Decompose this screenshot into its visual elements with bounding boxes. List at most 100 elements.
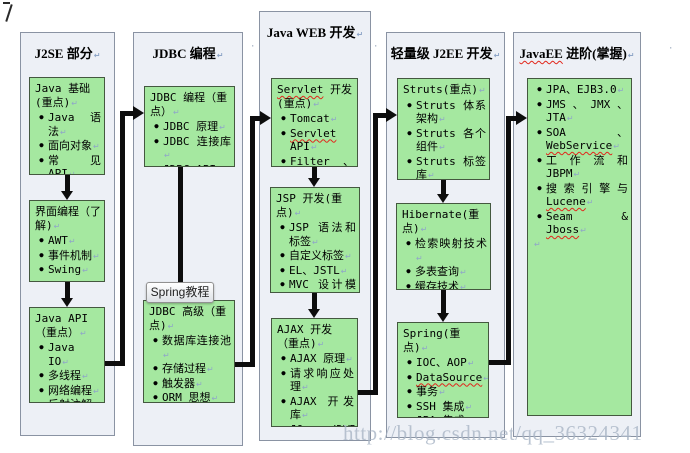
column-title: Java WEB 开发↵ [260,12,370,41]
text-segment: 自定义标签 [289,249,344,262]
line-break-mark: ↵ [167,321,175,331]
bullet-icon: ● [154,122,159,130]
column-title: J2SE 部分↵ [21,33,114,62]
flow-arrow-shaft [64,282,70,298]
line-break-mark: ↵ [566,114,574,123]
text-segment: IOC、AOP [416,356,467,369]
line-break-mark: ↵ [216,51,224,60]
flow-arrow-shaft [119,110,133,116]
list-item: ●JPA、EJB3.0↵ [533,83,628,98]
item-text: IOC、AOP↵ [416,356,485,371]
text-segment: AJAX 原理 [290,352,346,365]
text-segment: JSP 开发(重点) [276,192,343,219]
flow-arrowhead-down [308,309,320,318]
item-text: JQuery/DWR/JSON↵ [290,423,357,427]
topic-box: Spring(重点)↵●IOC、AOP↵●DataSource↵●事务↵●SSH… [397,322,489,418]
list-item: ●Struts 各个组件↵ [403,127,486,155]
bullet-icon: ● [407,100,412,109]
item-text: Swing↵ [48,263,101,278]
list-item: ●多表查询↵ [402,265,487,280]
column-5: JavaEE 进阶(掌握)↵●JPA、EJB3.0↵●JMS、JMX、JTA↵●… [513,32,641,437]
list-item: ●EL、JSTL↵ [276,264,356,279]
line-break-mark: ↵ [580,226,587,235]
misspelling-underline: Servlet [277,83,324,96]
line-break-mark: ↵ [421,343,429,353]
text-segment: J2SE 部分 [34,46,93,61]
text-segment: AJAX 开发库 [290,394,354,422]
list-item: ●SSH 集成↵ [403,400,485,415]
item-text: AJAX 原理↵ [290,352,354,367]
line-break-mark: ↵ [478,86,486,95]
line-break-mark: ↵ [313,99,320,109]
flow-arrow-shaft [440,180,446,194]
line-break-mark: ↵ [60,127,67,137]
text-segment: JDBC 原理 [163,120,219,133]
item-text: JSP 语法和标签↵ [289,221,356,249]
flow-arrow-shaft [311,167,317,178]
flow-arrowhead-down [61,298,73,307]
line-break-mark: ↵ [62,357,69,367]
text-segment: JMS、JMX、JTA [546,97,628,125]
flow-arrowhead-right [260,111,271,125]
bullet-icon: ● [537,127,542,136]
line-break-mark: ↵ [466,417,473,418]
list-item: ●事务↵ [403,385,485,400]
stray-formatting-mark: · [373,42,379,52]
empty-line: ↵ [533,238,628,252]
line-break-mark: ↵ [207,365,214,374]
list-item: ●Tomcat↵ [277,112,354,127]
topic-box: Servlet 开发(重点)↵●Tomcat↵●Servlet API↵●Fil… [271,78,358,167]
topic-box: JDBC 高级（重点)↵●数据库连接池↵●存储过程↵●触发器↵●ORM 思想↵ [143,300,235,403]
column-4: 轻量级 J2EE 开发↵Struts(重点)↵●Struts 体系架构↵●Str… [386,32,505,438]
text-segment: 轻量级 J2EE 开发 [390,46,493,61]
flow-arrow-shaft [119,110,125,366]
item-text: 请求响应处理↵ [290,367,354,395]
list-item: ●AJAX 原理↵ [277,352,354,367]
flow-arrowhead-right [386,108,397,122]
line-break-mark: ↵ [439,143,446,152]
text-segment: MVC 设计模式 [289,278,356,292]
text-segment: SOA 、 [546,125,628,139]
text-segment: 存储过程 [162,362,206,375]
bullet-icon: ● [280,251,285,259]
line-break-mark: ↵ [164,151,171,160]
column-3: Java WEB 开发↵Servlet 开发(重点)↵●Tomcat↵●Serv… [259,11,371,441]
line-break-mark: ↵ [53,221,61,231]
bullet-icon: ● [407,387,412,395]
list-item: ●JSP 语法和标签↵ [276,221,356,249]
line-break-mark: ↵ [483,374,488,383]
bullet-icon: ● [407,128,412,137]
list-item: ●搜索引擎与 Lucene↵ [533,182,628,210]
flow-arrow-shaft [372,112,378,395]
text-segment: 触发器 [162,376,195,390]
line-break-mark: ↵ [93,401,100,402]
box-title: JDBC 编程（重点）↵ [150,91,231,119]
misspelling-underline: JavaEE [519,46,563,61]
line-break-mark: ↵ [467,359,475,368]
spring-tooltip: Spring教程 [146,282,214,303]
item-text: 多线程↵ [48,369,101,384]
line-break-mark: ↵ [346,355,353,364]
list-item: ●AWT↵ [35,234,101,249]
line-break-mark: ↵ [217,166,224,167]
line-break-mark: ↵ [534,239,541,249]
list-item: ●JDBC 原理↵ [150,120,231,135]
bullet-icon: ● [407,372,412,381]
line-break-mark: ↵ [93,142,100,151]
list-item: ●数据库连接池↵ [149,334,231,362]
line-break-mark: ↵ [493,51,501,60]
line-break-mark: ↵ [80,328,87,338]
list-item: ●Seam & Jboss↵ [533,210,628,238]
topic-box: AJAX 开发（重点)↵●AJAX 原理↵●请求响应处理↵●AJAX 开发库↵●… [271,318,358,427]
line-break-mark: ↵ [416,253,423,263]
line-break-mark: ↵ [586,198,594,207]
item-text: Filter 、Listener↵ [290,155,354,167]
flow-arrowhead-down [308,178,320,187]
list-item: ●Java 语法↵ [35,111,101,139]
flow-arrow-shaft [505,115,516,121]
text-segment: Java 基础(重点) [35,82,91,109]
line-break-mark: ↵ [294,208,302,218]
stray-formatting-mark: · [250,42,256,52]
text-segment: Struts 体系架构 [416,98,486,126]
line-break-mark: ↵ [173,107,180,117]
